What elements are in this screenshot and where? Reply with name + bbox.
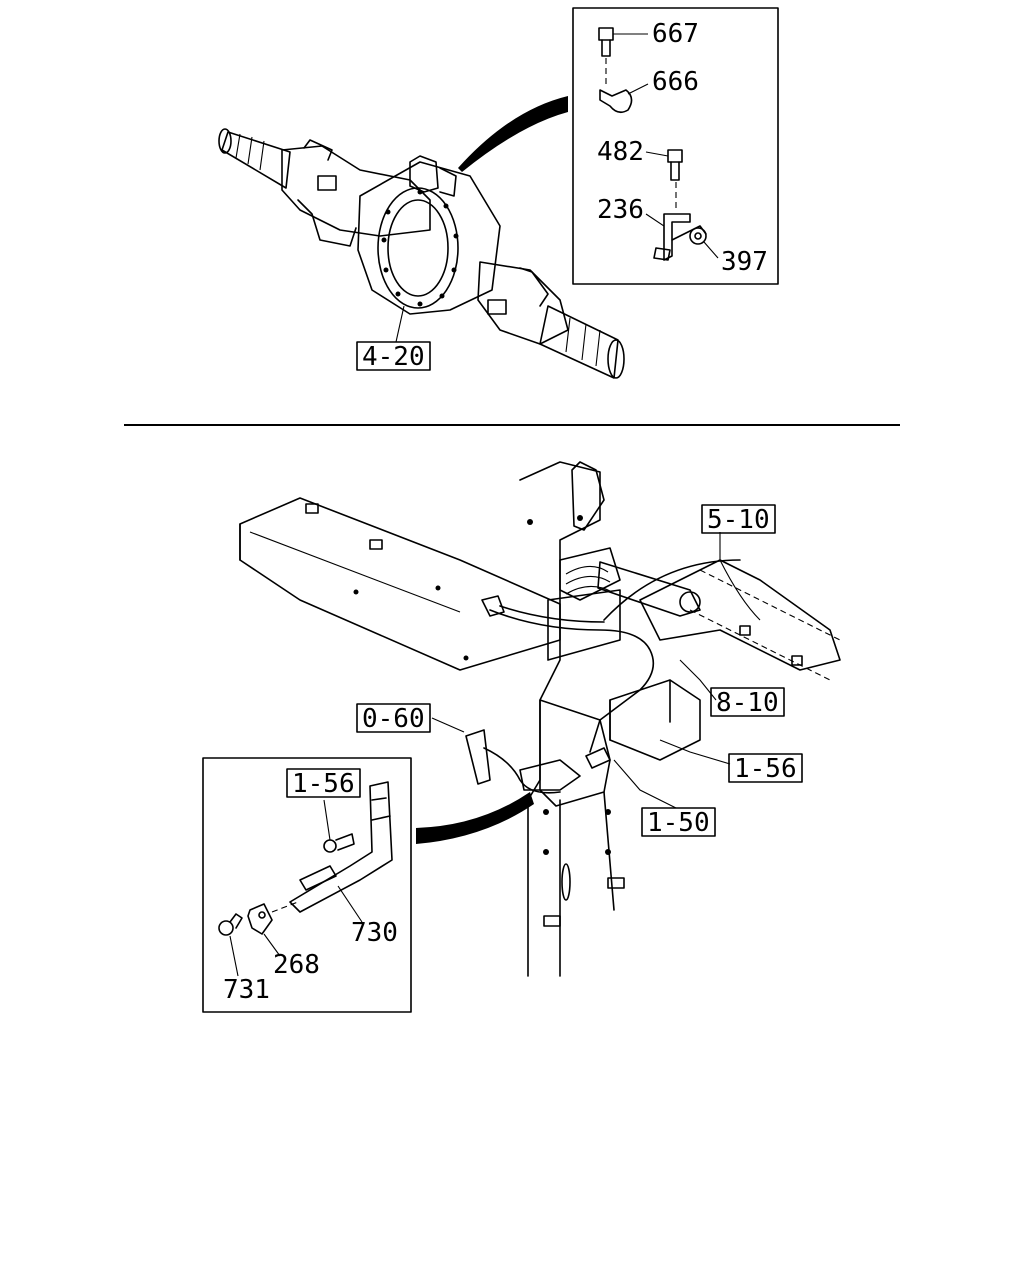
bracket-730-icon	[289, 781, 393, 923]
bolt-667-icon	[598, 27, 648, 57]
svg-text:5-10: 5-10	[707, 505, 770, 535]
part-268-label: 268	[273, 950, 320, 980]
bolt-482-icon	[645, 149, 683, 181]
ref-box-5-10: 5-10	[701, 504, 776, 535]
part-731-label: 731	[223, 975, 270, 1005]
part-666-label: 666	[652, 67, 699, 97]
rear-axle-drawing	[218, 128, 625, 379]
svg-text:1-50: 1-50	[647, 808, 710, 838]
top-inset: 667 666 482 236 397	[572, 7, 779, 285]
svg-text:1-56: 1-56	[292, 769, 355, 799]
ref-box-1-50: 1-50	[641, 807, 716, 838]
part-397-label: 397	[721, 247, 768, 277]
part-236-label: 236	[597, 195, 644, 225]
ref-box-0-60: 0-60	[356, 703, 431, 734]
clip-666-icon	[599, 83, 649, 114]
svg-text:8-10: 8-10	[716, 688, 779, 718]
screw-731-icon	[218, 913, 243, 977]
part-667-label: 667	[652, 19, 699, 49]
ref-box-8-10: 8-10	[710, 687, 785, 718]
ref-box-1-56: 1-56	[728, 753, 803, 784]
bolt-icon	[323, 799, 355, 853]
nut-397-icon	[689, 227, 719, 259]
callout-pointer-lower	[416, 792, 534, 844]
clip-268-icon	[247, 901, 299, 957]
inset-ref-box-1-56: 1-56	[286, 768, 361, 799]
part-730-label: 730	[351, 918, 398, 948]
part-482-label: 482	[597, 137, 644, 167]
bracket-236-icon	[645, 213, 707, 261]
callout-pointer	[458, 96, 568, 172]
ref-box-4-20: 4-20	[356, 341, 431, 372]
svg-text:4-20: 4-20	[362, 342, 425, 372]
svg-text:1-56: 1-56	[734, 754, 797, 784]
lower-inset: 1-56 730 268 731	[202, 757, 412, 1013]
sensor-icon	[465, 729, 561, 794]
frame-drawing	[239, 461, 841, 977]
svg-text:0-60: 0-60	[362, 704, 425, 734]
